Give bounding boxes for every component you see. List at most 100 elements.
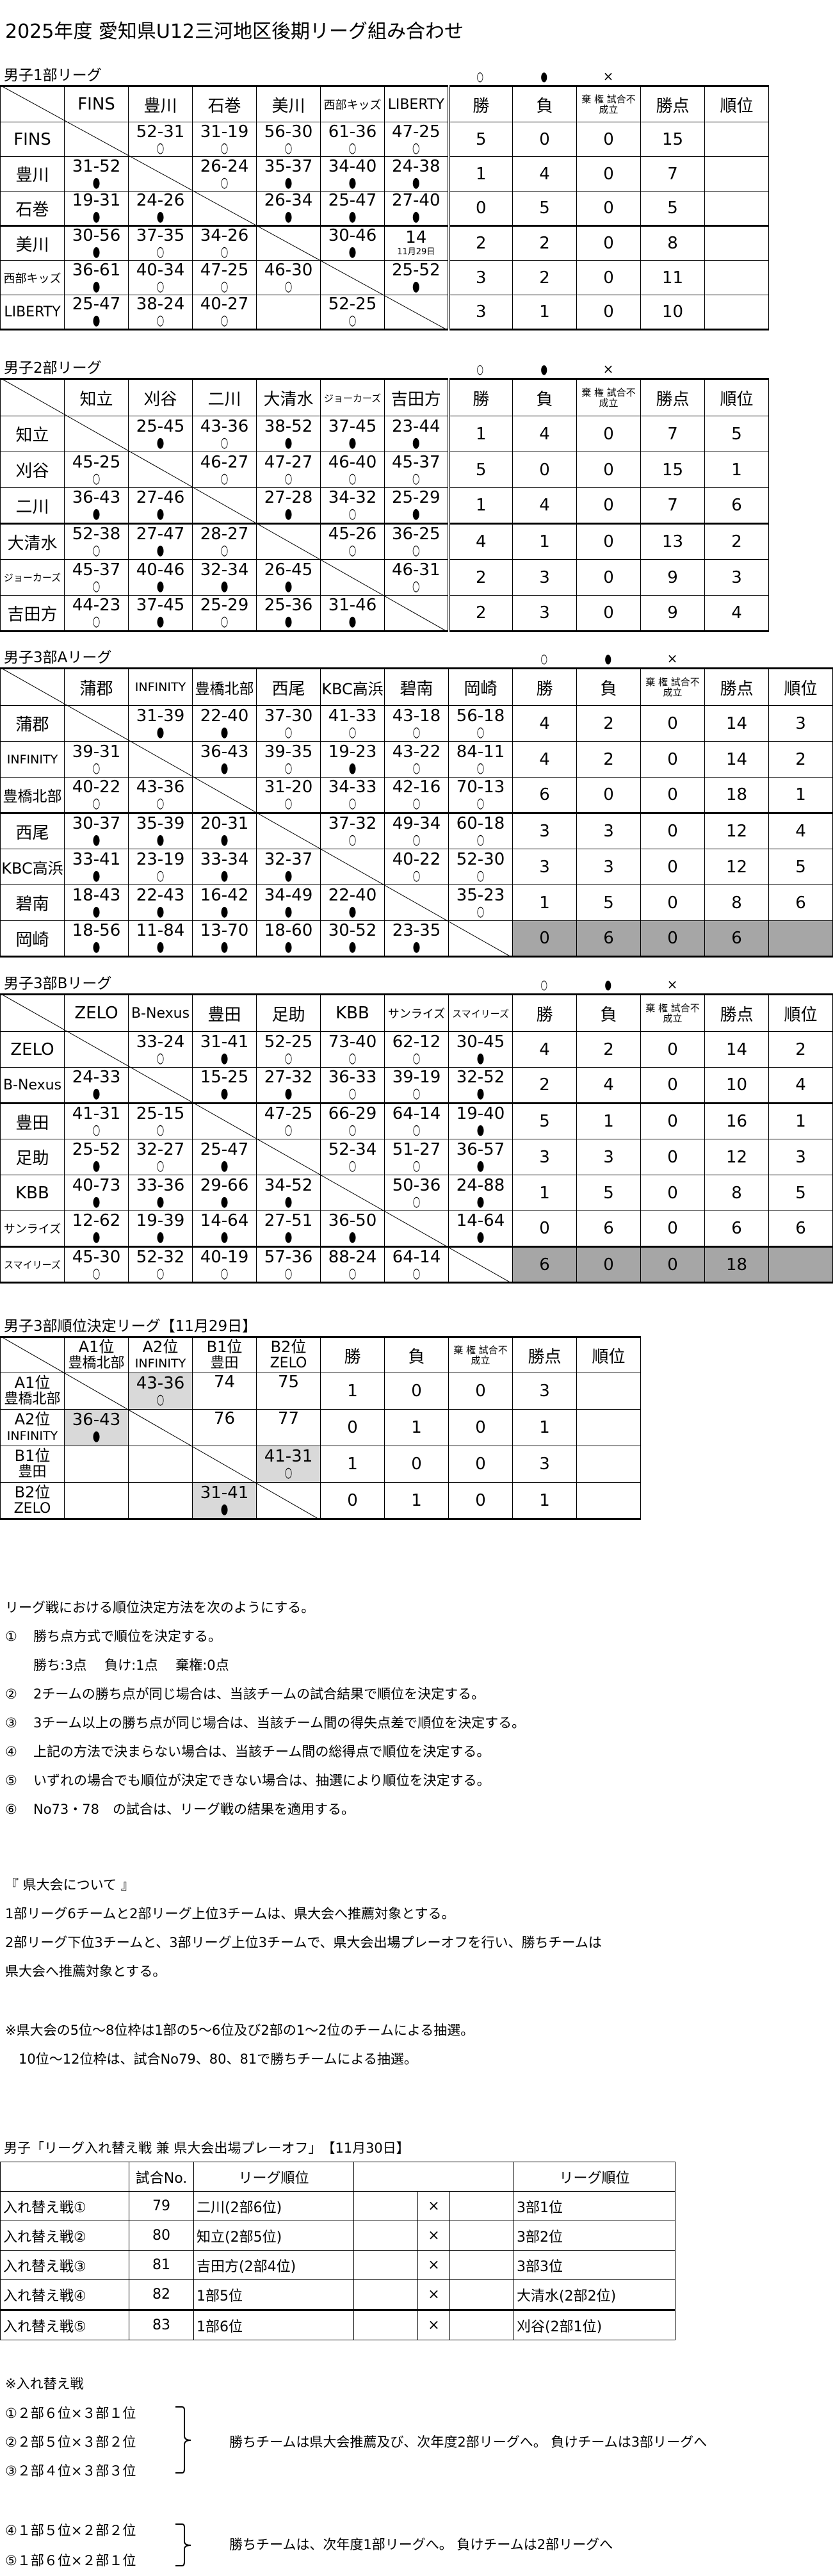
score: 23-19 xyxy=(136,849,185,869)
score: 30-46 xyxy=(328,226,377,245)
win-circle-icon: ○ xyxy=(92,614,101,630)
score: 84-11 xyxy=(456,742,505,762)
diagonal-cell xyxy=(384,884,449,921)
losses-cell: 3 xyxy=(512,595,577,632)
stat-header: 順位 xyxy=(704,86,769,122)
diagonal-cell xyxy=(64,122,129,157)
rule-text: 3チーム以上の勝ち点が同じ場合は、当該チーム間の得失点差で順位を決定する。 xyxy=(33,1715,526,1731)
legend-symbol: × xyxy=(603,69,614,84)
win-circle-icon: ○ xyxy=(348,140,357,156)
diagonal-cell xyxy=(320,1175,385,1211)
seed-rank: B1位 xyxy=(14,1447,51,1465)
win-circle-icon: ○ xyxy=(412,1265,421,1282)
team-name: 豊橋北部 xyxy=(4,1391,61,1407)
result-cell: 46-30○ xyxy=(256,260,321,295)
team-name: 美川 xyxy=(15,235,49,255)
playoff-left-team: 1部6位 xyxy=(193,2309,354,2340)
score: 18-43 xyxy=(72,885,121,905)
forfeits-cell: 0 xyxy=(640,1102,705,1139)
stat-header-label: 負 xyxy=(408,1347,425,1367)
team-name: 二川 xyxy=(207,389,241,409)
loss-dot-icon: ● xyxy=(284,903,293,920)
stat-header: 順位 xyxy=(576,1337,641,1373)
win-circle-icon: ○ xyxy=(412,1157,421,1174)
swap-match: ②２部５位×３部２位 xyxy=(5,2434,136,2450)
result-cell: 46-27○ xyxy=(192,452,257,488)
rank-cell: 6 xyxy=(704,487,769,524)
result-cell: 40-19○ xyxy=(192,1246,257,1283)
points-cell: 12 xyxy=(704,812,769,849)
result-cell: 44-23○ xyxy=(64,595,129,632)
team-name: INFINITY xyxy=(134,1357,186,1371)
result-cell: 19-23● xyxy=(320,741,385,778)
legend-forfeit-icon: × xyxy=(576,361,640,377)
loss-dot-icon: ● xyxy=(156,1193,165,1210)
score: 74 xyxy=(213,1373,236,1392)
score: 30-52 xyxy=(328,921,377,940)
loss-dot-icon: ● xyxy=(92,1193,101,1210)
column-team-header: 豊田 xyxy=(192,994,257,1032)
score: 32-52 xyxy=(456,1068,505,1087)
points-cell: 13 xyxy=(640,523,705,560)
win-circle-icon: ○ xyxy=(156,1392,165,1408)
stat-header-label: 勝 xyxy=(344,1347,361,1367)
points-cell: 7 xyxy=(640,416,705,452)
score: 25-47 xyxy=(72,295,121,314)
score: 35-23 xyxy=(456,885,505,905)
result-cell: 15-25● xyxy=(192,1067,257,1104)
result-cell xyxy=(128,1482,193,1519)
loss-dot-icon: ● xyxy=(412,939,421,955)
result-cell: 31-20○ xyxy=(256,777,321,813)
result-cell: 33-36● xyxy=(128,1175,193,1211)
score: 30-45 xyxy=(456,1032,505,1052)
score: 37-45 xyxy=(136,596,185,615)
win-circle-icon: ○ xyxy=(220,470,229,487)
legend-forfeit-icon: × xyxy=(640,977,704,992)
score: 12-62 xyxy=(72,1211,121,1230)
stat-header: 順位 xyxy=(768,994,833,1032)
result-cell: 38-52● xyxy=(256,416,321,452)
rank-cell: 5 xyxy=(768,1175,833,1211)
losses-cell: 1 xyxy=(512,295,577,330)
losses-cell: 5 xyxy=(512,191,577,226)
playoff-right-team: 大清水(2部2位) xyxy=(514,2279,675,2310)
stat-header: 負 xyxy=(512,86,577,122)
result-cell: 84-11○ xyxy=(448,741,513,778)
team-name: スマイリーズ xyxy=(452,1007,509,1020)
score: 27-32 xyxy=(264,1068,313,1087)
stat-header-label: 棄 権 試合不成立 xyxy=(645,676,700,698)
rule-text: いずれの場合でも順位が決定できない場合は、抽選により順位を決定する。 xyxy=(33,1773,490,1788)
result-cell: 40-46● xyxy=(128,559,193,596)
diagonal-cell xyxy=(64,1373,129,1410)
seed-rank: A2位 xyxy=(14,1410,51,1428)
wins-cell: 0 xyxy=(320,1409,385,1446)
diagonal-cell xyxy=(256,523,321,560)
stat-header: 勝 xyxy=(512,994,577,1032)
result-cell: 25-29○ xyxy=(192,595,257,632)
seed-rank: B2位 xyxy=(270,1338,307,1356)
win-circle-icon: ○ xyxy=(348,795,357,811)
win-circle-icon: ○ xyxy=(412,470,420,487)
result-cell: 26-45● xyxy=(256,559,321,596)
score: 40-46 xyxy=(136,560,185,580)
loss-dot-icon: ● xyxy=(156,1229,165,1245)
win-circle-icon: ○ xyxy=(348,832,357,848)
result-cell: 34-49● xyxy=(256,884,321,921)
win-circle-icon: ○ xyxy=(284,1050,293,1066)
result-cell: 27-28● xyxy=(256,487,321,524)
loss-dot-icon: ● xyxy=(348,174,357,191)
win-circle-icon: ○ xyxy=(156,1265,165,1282)
stat-header: 負 xyxy=(576,668,641,706)
team-name: INFINITY xyxy=(6,752,58,767)
corner-cell xyxy=(0,994,65,1032)
diagonal-cell xyxy=(384,1211,449,1247)
forfeits-cell: 0 xyxy=(640,1246,705,1283)
result-cell: 22-40● xyxy=(192,705,257,742)
wins-cell: 3 xyxy=(512,1139,577,1175)
result-cell: 25-52● xyxy=(64,1139,129,1175)
losses-cell: 4 xyxy=(512,416,577,452)
result-cell: 13-70● xyxy=(192,920,257,957)
